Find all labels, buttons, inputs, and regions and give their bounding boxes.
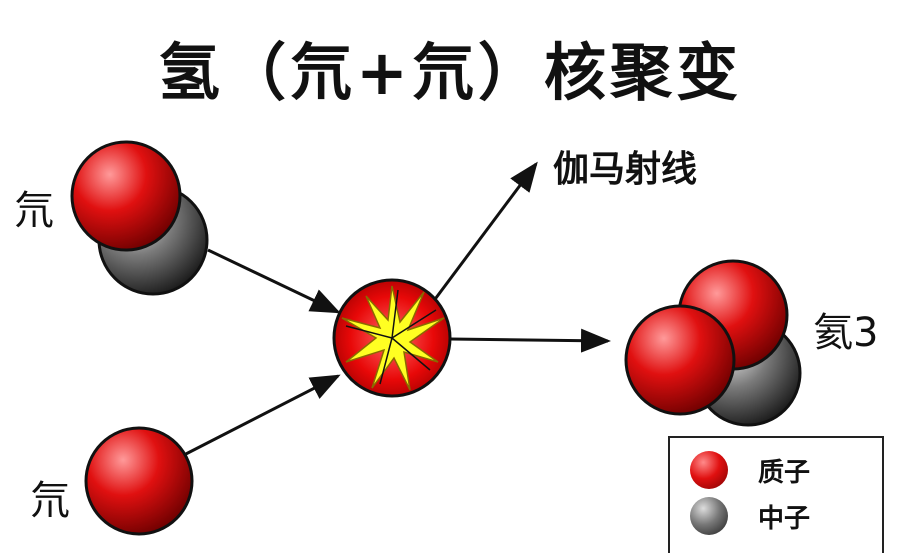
flash-ray <box>391 337 431 371</box>
flash-ray <box>345 325 393 339</box>
proton-particle <box>84 426 194 536</box>
helium3-nucleus <box>624 259 802 427</box>
flash-ray <box>391 289 399 339</box>
gamma-ray-label: 伽马射线 <box>553 149 698 190</box>
arrow-to-gamma <box>416 161 538 323</box>
tritium-nucleus <box>84 426 194 536</box>
tritium-label: 氘 <box>30 478 70 524</box>
legend-label-neutron: 中子 <box>758 503 811 534</box>
proton-particle <box>624 304 736 416</box>
legend-item-neutron: 中子 <box>690 494 810 538</box>
deuterium-nucleus <box>70 140 209 296</box>
proton-particle <box>70 140 182 252</box>
legend-label-proton: 质子 <box>758 457 811 488</box>
fusion-reaction <box>332 278 452 398</box>
proton-icon <box>690 451 728 489</box>
flash-ray <box>379 337 393 385</box>
arrow-deuterium-to-center <box>207 248 341 314</box>
neutron-icon <box>690 497 728 535</box>
helium3-label: 氦3 <box>813 310 879 356</box>
legend: 质子 中子 <box>668 436 884 553</box>
diagram-title: 氢（氘+氘）核聚变 <box>158 36 742 109</box>
flash-ray <box>391 309 437 339</box>
legend-item-proton: 质子 <box>690 448 810 492</box>
arrow-tritium-to-center <box>179 374 341 459</box>
deuterium-label: 氘 <box>14 188 54 234</box>
arrow-to-helium <box>449 328 611 353</box>
